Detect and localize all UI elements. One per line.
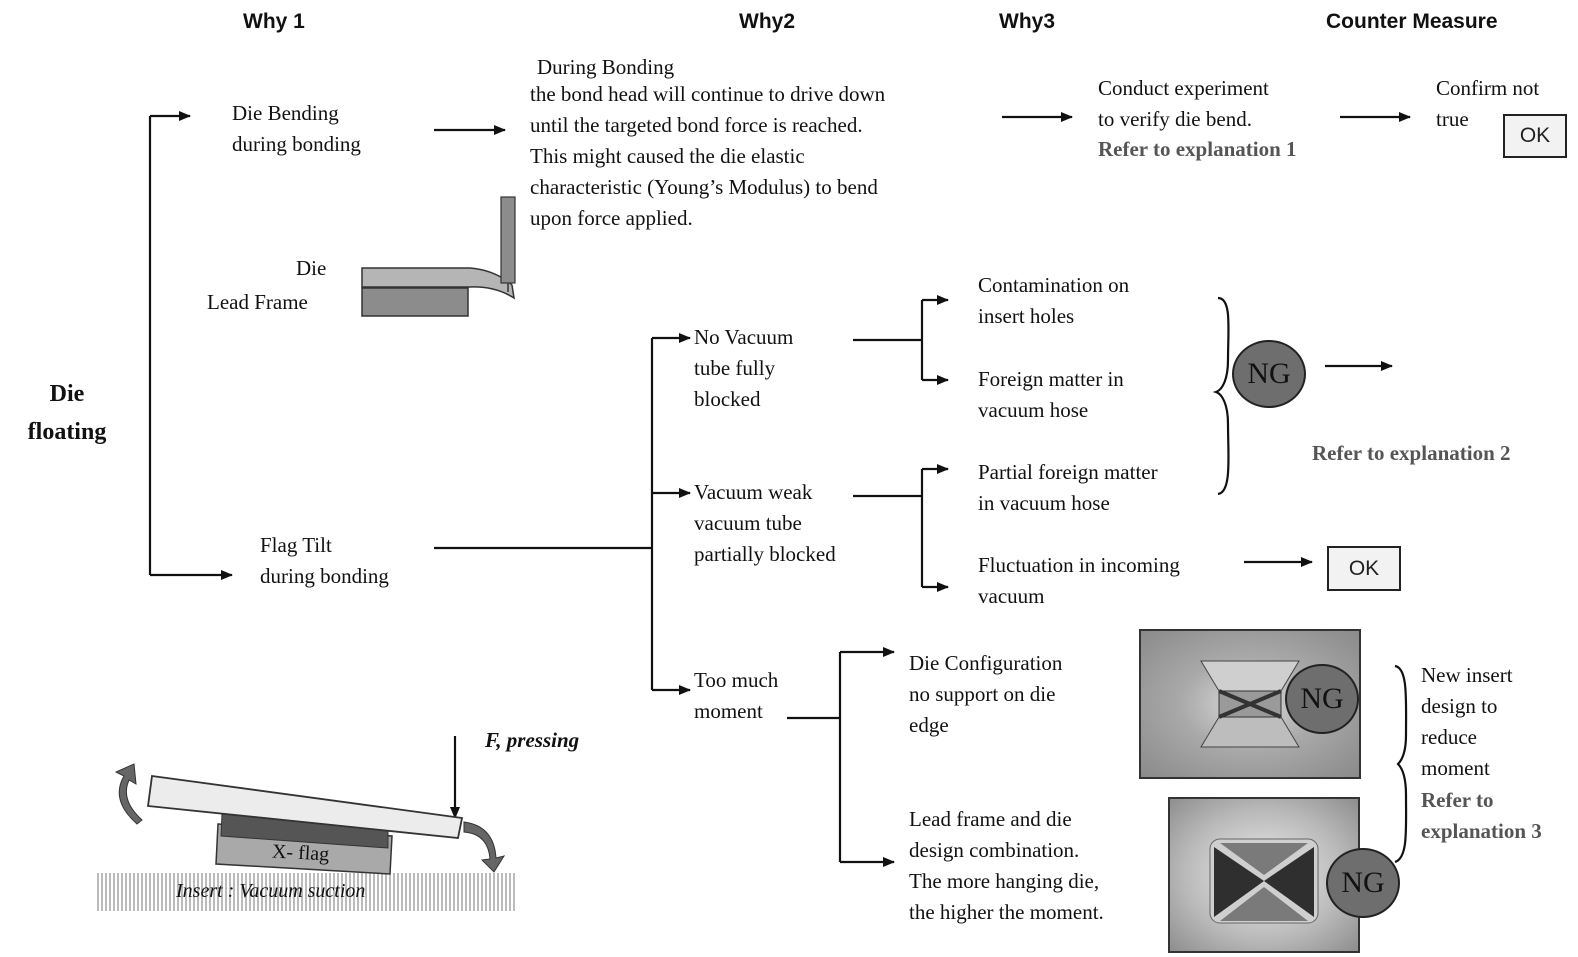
counter-ref3: Refer to explanation 3 (1421, 785, 1542, 847)
lead-frame-label: Lead Frame (207, 287, 308, 318)
why3-lead-frame-combination: Lead frame and die design combination. T… (909, 804, 1104, 928)
ng-badge-1: NG (1232, 340, 1306, 408)
counter-ref2: Refer to explanation 2 (1312, 438, 1511, 469)
why3-experiment-ref: Refer to explanation 1 (1098, 134, 1297, 165)
ok-box-1: OK (1503, 114, 1567, 158)
why3-die-configuration: Die Configuration no support on die edge (909, 648, 1062, 741)
header-why2: Why2 (739, 10, 795, 34)
why3-experiment: Conduct experiment to verify die bend. (1098, 73, 1269, 135)
force-label: F, pressing (485, 725, 579, 756)
die-label: Die (296, 253, 326, 284)
header-why1: Why 1 (243, 10, 305, 34)
ng-badge-2: NG (1285, 664, 1359, 734)
insert-vacuum-label: Insert : Vacuum suction (176, 876, 365, 907)
why2-vacuum-weak: Vacuum weak vacuum tube partially blocke… (694, 477, 836, 570)
header-why3: Why3 (999, 10, 1055, 34)
counter-new-insert: New insert design to reduce moment (1421, 660, 1513, 784)
why3-fluctuation: Fluctuation in incoming vacuum (978, 550, 1180, 612)
why1-flag-tilt: Flag Tilt during bonding (260, 530, 389, 592)
why2-no-vacuum: No Vacuum tube fully blocked (694, 322, 793, 415)
why3-contamination: Contamination on insert holes (978, 270, 1129, 332)
why3-foreign-matter: Foreign matter in vacuum hose (978, 364, 1124, 426)
why3-partial-foreign: Partial foreign matter in vacuum hose (978, 457, 1158, 519)
ok-box-2: OK (1327, 546, 1401, 591)
header-counter-measure: Counter Measure (1326, 10, 1498, 34)
why1-die-bending: Die Bending during bonding (232, 98, 361, 160)
ng-badge-3: NG (1326, 848, 1400, 918)
xflag-label: X- flag (271, 837, 330, 871)
root-die-floating: Die floating (18, 375, 116, 451)
why2-too-much-moment: Too much moment (694, 665, 778, 727)
why2-during-bonding-text: the bond head will continue to drive dow… (530, 79, 885, 234)
die-bend-illustration (362, 197, 515, 316)
